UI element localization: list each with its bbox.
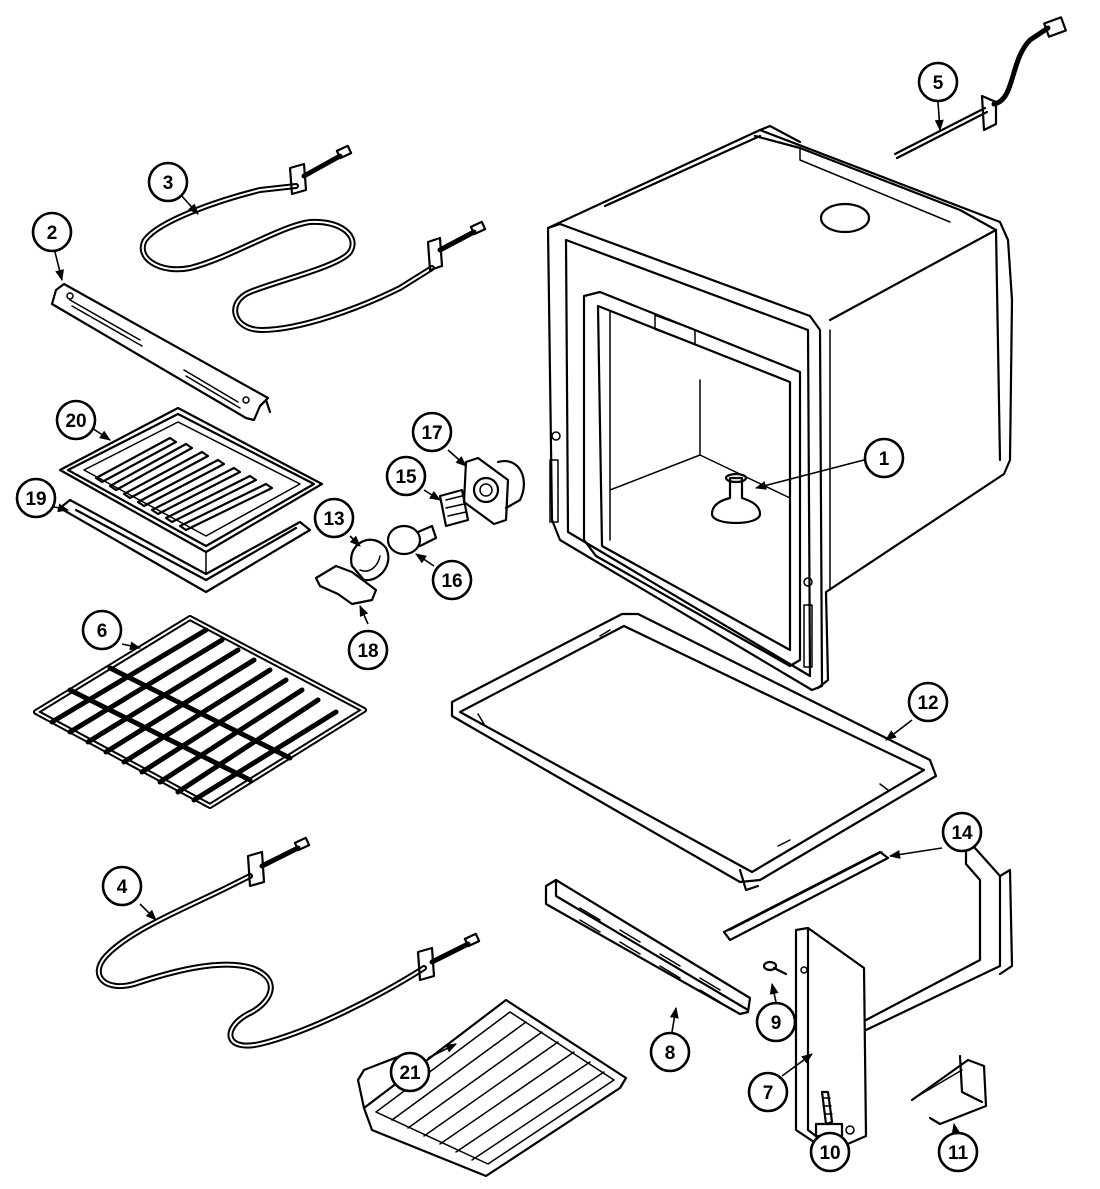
callout-1: 1 [863,437,905,479]
support-bar-part [722,850,890,942]
broiler-pan-part [58,406,324,594]
callout-10-label: 10 [819,1143,840,1164]
callout-14-label: 14 [951,823,973,844]
callout-18: 18 [347,629,389,671]
callout-14: 14 [941,811,983,853]
callout-20-label: 20 [65,411,86,432]
callout-12-label: 12 [917,693,938,714]
leveling-leg-part [814,1090,844,1138]
callout-5: 5 [917,61,959,103]
callout-2-label: 2 [47,223,58,244]
callout-19-label: 19 [25,489,46,510]
screw-part [762,960,788,976]
bottom-pan-part [450,612,938,892]
callout-8: 8 [649,1031,691,1073]
callout-8-label: 8 [665,1043,676,1064]
bake-element-part [96,836,481,1049]
callout-18-label: 18 [357,641,378,662]
callout-21: 21 [389,1051,431,1093]
callout-3: 3 [147,161,189,203]
callout-7: 7 [747,1071,789,1113]
callout-5-label: 5 [933,73,944,94]
callout-4: 4 [101,865,143,907]
callout-15-label: 15 [395,467,417,488]
callout-11-label: 11 [948,1143,969,1164]
callout-9: 9 [755,1001,797,1043]
oven-cavity-part [546,124,1014,692]
callout-7-label: 7 [763,1083,774,1104]
callout-16-label: 16 [441,571,462,592]
callout-19: 19 [15,477,57,519]
broil-element-part [139,144,487,333]
callout-15: 15 [385,455,427,497]
callout-17-label: 17 [421,423,442,444]
callout-21-label: 21 [399,1063,421,1084]
callout-10: 10 [809,1131,851,1173]
oven-rack-part [33,615,367,809]
callout-3-label: 3 [163,173,174,194]
callout-bubbles: 1 2 3 4 5 6 7 8 9 10 11 [15,61,983,1173]
callout-1-label: 1 [879,449,890,470]
callout-11: 11 [937,1131,979,1173]
callout-16: 16 [431,559,473,601]
callout-2: 2 [31,211,73,253]
vent-panel-part [544,878,752,1016]
callout-13: 13 [313,497,355,539]
bracket-part [50,282,272,422]
callout-12: 12 [907,681,949,723]
callout-9-label: 9 [771,1013,782,1034]
oven-light-parts [314,456,525,606]
callout-20: 20 [55,399,97,441]
callout-17: 17 [411,411,453,453]
callout-4-label: 4 [117,877,128,898]
anti-tip-bracket-part [910,1054,988,1126]
callout-6-label: 6 [97,621,108,642]
callout-13-label: 13 [323,509,344,530]
callout-6: 6 [81,609,123,651]
